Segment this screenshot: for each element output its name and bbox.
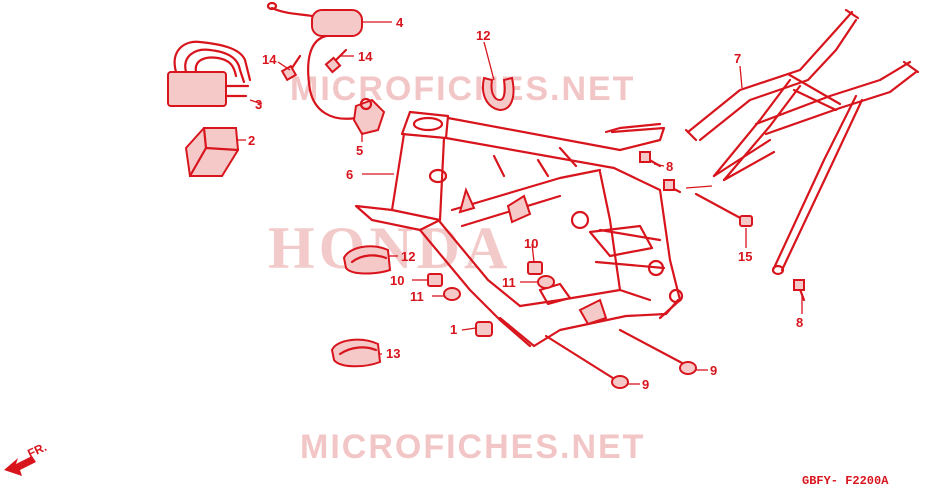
callout-14a: 14 bbox=[262, 52, 277, 67]
part-bolt-14a[interactable] bbox=[280, 54, 302, 82]
part-nut-10a[interactable] bbox=[427, 273, 443, 287]
callout-2: 2 bbox=[248, 133, 255, 148]
callout-5: 5 bbox=[356, 143, 363, 158]
part-cdi-unit[interactable] bbox=[167, 40, 252, 107]
callout-6: 6 bbox=[346, 167, 353, 182]
callout-8b: 8 bbox=[796, 315, 803, 330]
watermark-bottom: MICROFICHES.NET bbox=[300, 428, 645, 466]
part-main-frame[interactable] bbox=[354, 110, 684, 348]
part-band-12b[interactable] bbox=[342, 245, 392, 275]
part-bolt-8c[interactable] bbox=[793, 279, 806, 302]
part-bolt-14b[interactable] bbox=[324, 48, 348, 74]
callout-10a: 10 bbox=[390, 273, 404, 288]
part-bolt-8a[interactable] bbox=[639, 151, 662, 168]
callouts: 3 2 4 14 14 5 6 12 7 8 8 12 10 11 10 11 … bbox=[248, 15, 803, 392]
part-bolt-8b[interactable] bbox=[663, 179, 682, 194]
part-washer-11b[interactable] bbox=[537, 275, 555, 289]
watermark-top: MICROFICHES.NET bbox=[290, 70, 635, 108]
callout-8a: 8 bbox=[666, 159, 673, 174]
part-rubber-1[interactable] bbox=[475, 321, 493, 337]
callout-9a: 9 bbox=[642, 377, 649, 392]
callout-11a: 11 bbox=[410, 289, 424, 304]
callout-4: 4 bbox=[396, 15, 404, 30]
callout-7: 7 bbox=[734, 51, 741, 66]
callout-10b: 10 bbox=[524, 236, 538, 251]
part-nut-10b[interactable] bbox=[527, 261, 543, 275]
callout-13: 13 bbox=[386, 346, 400, 361]
callout-12b: 12 bbox=[401, 249, 415, 264]
callout-11b: 11 bbox=[502, 275, 516, 290]
part-plug-cap[interactable] bbox=[352, 97, 386, 136]
part-band-13[interactable] bbox=[330, 338, 382, 368]
front-direction-arrow: FR. bbox=[4, 440, 49, 476]
part-bolt-9a[interactable] bbox=[544, 334, 629, 389]
direction-label: FR. bbox=[25, 440, 48, 461]
part-ignition-coil[interactable] bbox=[266, 1, 363, 120]
callout-1: 1 bbox=[450, 322, 457, 337]
part-bolt-9b[interactable] bbox=[618, 328, 697, 375]
part-washer-11a[interactable] bbox=[443, 287, 461, 301]
leader-lines bbox=[236, 21, 803, 385]
diagram-code: GBFY- F2200A bbox=[802, 474, 889, 488]
part-rear-subframe[interactable] bbox=[684, 8, 920, 276]
callout-3: 3 bbox=[255, 97, 262, 112]
part-rubber-mount[interactable] bbox=[184, 126, 240, 178]
part-band-12a[interactable] bbox=[482, 76, 515, 112]
callout-14b: 14 bbox=[358, 49, 373, 64]
part-bolt-15[interactable] bbox=[694, 192, 753, 227]
callout-9b: 9 bbox=[710, 363, 717, 378]
callout-15: 15 bbox=[738, 249, 752, 264]
callout-12a: 12 bbox=[476, 28, 490, 43]
